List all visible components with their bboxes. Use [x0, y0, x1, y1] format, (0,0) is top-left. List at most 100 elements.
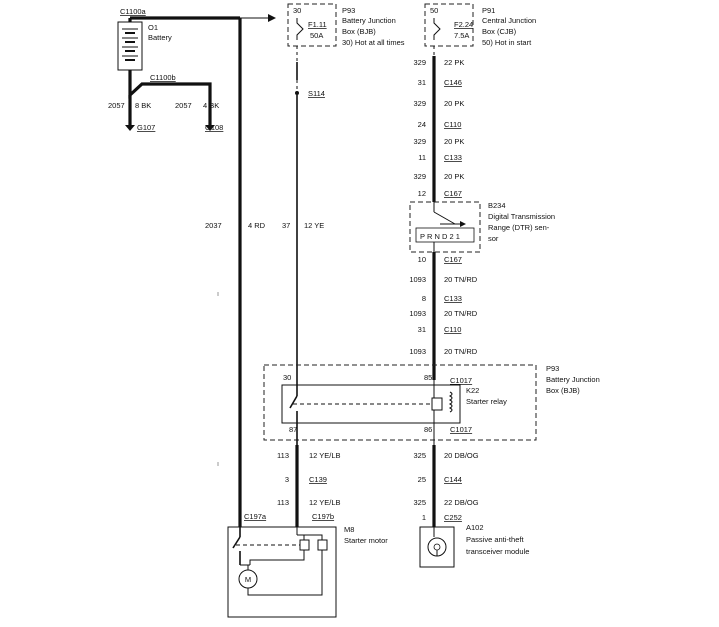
ground-g108-icon: [205, 125, 215, 131]
feed-37-wire-spec: 12 YE: [304, 221, 324, 230]
run-325-circuit-1: 325: [413, 451, 426, 460]
pats-title-2: transceiver module: [466, 547, 529, 556]
bjb-fuse-pin: 30: [293, 6, 301, 15]
starter-motor: C197a C197b M8 Starter motor M: [227, 512, 388, 618]
fuse-f2-24-icon: [433, 18, 441, 40]
c133-connector-lower: C133: [444, 294, 462, 303]
dtr-positions: P R N D 2 1: [420, 232, 460, 241]
pats-module: A102 Passive anti-theft transceiver modu…: [419, 523, 529, 568]
circuit-113-run: 113 12 YE/LB 3 C139 113 12 YE/LB: [277, 445, 341, 527]
battery-connector-label: C1100a: [120, 7, 147, 16]
battery: C1100a O1 Battery: [117, 7, 276, 71]
pats-transceiver-center-icon: [433, 543, 441, 551]
starter-motor-body: [227, 526, 337, 618]
starter-hold-in-coil-icon: [317, 539, 328, 551]
feed-37-circuit: S114 37 12 YE: [282, 46, 325, 380]
relay-body: [281, 384, 461, 424]
relay-pin-87: 87: [289, 425, 297, 434]
c110-connector-upper: C110: [444, 120, 461, 129]
battery-cells-icon: [122, 28, 138, 61]
starter-connector-a: C197a: [244, 512, 267, 521]
starter-ground-return: [247, 588, 323, 596]
c133-connector-upper: C133: [444, 153, 462, 162]
starter-connector-b: C197b: [312, 512, 334, 521]
bjb-fuse-ref: F1.11: [308, 20, 327, 29]
battery-neg-connector-label: C1100b: [150, 73, 176, 82]
circuit-325-run: 325 20 DB/OG 25 C144 325 22 DB/OG 1 C252: [413, 445, 479, 527]
c146-connector: C146: [444, 78, 462, 87]
dtr-title-2: Range (DTR) sen-: [488, 223, 550, 232]
c144-pin: 25: [418, 475, 426, 484]
c146-pin: 31: [418, 78, 426, 87]
ground-g107-label: G107: [137, 123, 155, 132]
bjb-fuse-box-title-2: Box (BJB): [342, 27, 376, 36]
relay-pin-30: 30: [283, 373, 291, 382]
dtr-sensor: P R N D 2 1 B234 Digital Transmission Ra…: [409, 201, 555, 253]
relay-connector-bottom: C1017: [450, 425, 472, 434]
battery-ref: O1: [148, 23, 158, 32]
cjb-fuse-box-outline: [424, 3, 474, 47]
run-325-circuit-2: 325: [413, 498, 426, 507]
dtr-position-strip: [415, 227, 475, 243]
main-feed-circuit: 2037 4 RD: [205, 18, 266, 527]
starter-pull-in-return: [249, 550, 305, 565]
c110-pin-upper: 24: [418, 120, 426, 129]
c252-pin: 1: [422, 513, 426, 522]
c110-connector-lower: C110: [444, 325, 461, 334]
run-329-wire-2: 20 PK: [444, 99, 464, 108]
ground-right-circuit: 2057: [175, 101, 192, 110]
relay-ref: K22: [466, 386, 479, 395]
run-329-circuit-3: 329: [413, 137, 426, 146]
c252-connector: C252: [444, 513, 462, 522]
dtr-wiper-icon: [433, 211, 456, 225]
bjb-relay-box-title-1: Battery Junction: [546, 375, 600, 384]
c167-connector-upper: C167: [444, 189, 462, 198]
fuse-f1-11-icon: [296, 18, 304, 40]
run-1093-wire-2: 20 TN/RD: [444, 309, 478, 318]
main-feed-circuit-number: 2037: [205, 221, 222, 230]
run-329-wire-1: 22 PK: [444, 58, 464, 67]
run-329-circuit-1: 329: [413, 58, 426, 67]
ground-g108-label: G108: [205, 123, 223, 132]
relay-pin-85: 85: [424, 373, 432, 382]
pats-module-body: [419, 526, 455, 568]
cjb-fuse-pin: 50: [430, 6, 438, 15]
run-1093-circuit-1: 1093: [409, 275, 426, 284]
feed-37-circuit-number: 37: [282, 221, 290, 230]
run-329-wire-4: 20 PK: [444, 172, 464, 181]
run-329-circuit-4: 329: [413, 172, 426, 181]
starter-name: Starter motor: [344, 536, 388, 545]
relay-coil-winding-icon: [448, 391, 453, 413]
run-113-circuit-2: 113: [277, 498, 289, 507]
dtr-arrow-icon: [460, 221, 466, 227]
c167-pin-lower: 10: [418, 255, 426, 264]
pats-ref: A102: [466, 523, 484, 532]
ground-cable-right: [128, 70, 212, 125]
starter-coil-feed-branch: [297, 534, 323, 540]
bjb-fuse-rating: 50A: [310, 31, 323, 40]
cjb-fuse-box-title-1: Central Junction: [482, 16, 536, 25]
ground-right-wire: 4 BK: [203, 101, 219, 110]
bjb-relay-box-outline: [263, 364, 537, 441]
dtr-title-1: Digital Transmission: [488, 212, 555, 221]
run-329-wire-3: 20 PK: [444, 137, 464, 146]
run-329-circuit-2: 329: [413, 99, 426, 108]
run-1093-wire-3: 20 TN/RD: [444, 347, 478, 356]
cjb-fuse-ref: F2.24: [454, 20, 473, 29]
run-325-wire-2: 22 DB/OG: [444, 498, 479, 507]
run-325-wire-1: 20 DB/OG: [444, 451, 479, 460]
bjb-fuse-box-ref: P93: [342, 6, 355, 15]
circuit-1093-run: 10 C167 1093 20 TN/RD 8 C133 1093 20 TN/…: [409, 252, 478, 380]
run-1093-circuit-2: 1093: [409, 309, 426, 318]
splice-s114-icon: [295, 91, 299, 95]
battery-name: Battery: [148, 33, 172, 42]
splice-s114-label: S114: [308, 89, 325, 98]
run-113-wire-1: 12 YE/LB: [309, 451, 341, 460]
c110-pin-lower: 31: [418, 325, 426, 334]
dtr-ref: B234: [488, 201, 506, 210]
cjb-fuse-note: 50) Hot in start: [482, 38, 532, 47]
run-1093-wire-1: 20 TN/RD: [444, 275, 478, 284]
starter-ref: M8: [344, 525, 354, 534]
run-113-wire-2: 12 YE/LB: [309, 498, 341, 507]
